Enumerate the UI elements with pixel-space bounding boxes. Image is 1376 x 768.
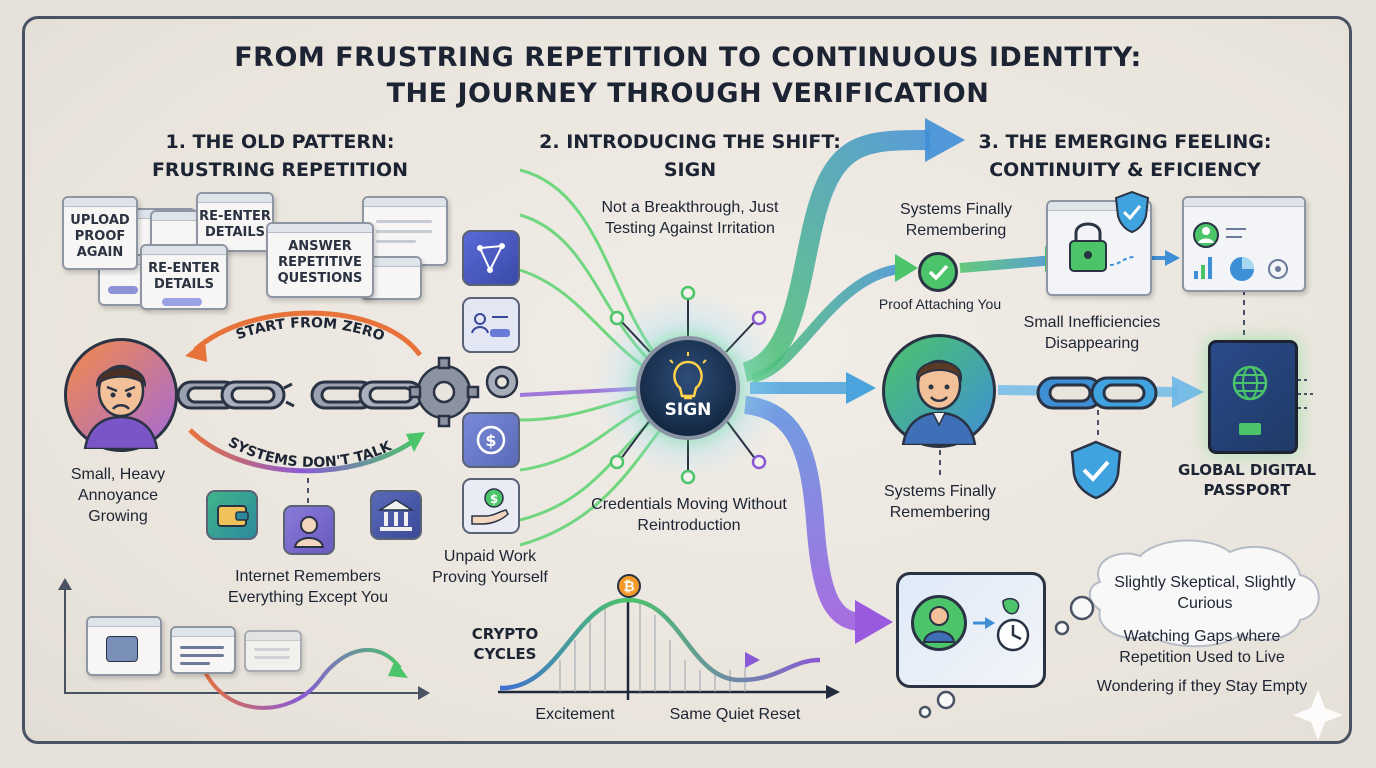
label-crypto-cycles: CRYPTO CYCLES: [471, 625, 539, 663]
card-answer-questions-text: ANSWER REPETITIVE QUESTIONS: [277, 239, 363, 286]
padlock-icon: [1069, 222, 1135, 272]
check-icon: [918, 252, 958, 292]
label-small-inefficiencies: Small Inefficiencies Disappearing: [1023, 314, 1161, 352]
profile-window: [896, 572, 1046, 688]
arc-label-start-from-zero: START FROM ZERO: [234, 315, 387, 345]
calm-person-icon: [882, 334, 996, 448]
label-not-breakthrough: Not a Breakthrough, Just Testing Against…: [601, 199, 779, 237]
svg-text:$: $: [485, 431, 496, 450]
thought-bubble: [918, 539, 1320, 719]
sign-hub-label: SIGN: [664, 400, 712, 420]
arc-label-systems-dont-talk: SYSTEMS DON'T TALK: [225, 434, 395, 471]
bank-icon: [370, 490, 422, 540]
card-upload-proof: UPLOAD PROOF AGAIN: [62, 196, 138, 270]
label-unpaid-work: Unpaid Work Proving Yourself: [432, 548, 548, 586]
svg-text:$: $: [490, 492, 498, 506]
frustrated-person-icon: [64, 338, 178, 452]
card-upload-proof-text: UPLOAD PROOF AGAIN: [70, 213, 130, 260]
shield-icon: [1068, 440, 1124, 500]
label-watching-gaps: Watching Gaps where Repetition Used to L…: [1119, 628, 1285, 666]
section-3-line-1: 3. THE EMERGING FEELING:: [978, 131, 1272, 153]
trend-graph: [58, 578, 430, 710]
card-re-enter-details: RE-ENTER DETAILS: [140, 244, 228, 310]
graph-window-2: [170, 626, 236, 674]
card-re-enter-details-top: RE-ENTER DETAILS: [196, 192, 274, 252]
card-re-enter-details-text: RE-ENTER DETAILS: [148, 261, 220, 292]
label-wondering: Wondering if they Stay Empty: [1096, 678, 1308, 695]
graph-window-3: [244, 630, 302, 672]
section-1-heading: 1. THE OLD PATTERN: FRUSTRING REPETITION: [110, 128, 450, 184]
page-title: FROM FRUSTRING REPETITION TO CONTINUOUS …: [100, 40, 1276, 112]
gears-icon: [408, 356, 519, 428]
section-2-line-2: SIGN: [663, 159, 717, 181]
label-systems-remembering-bottom: Systems Finally Remembering: [883, 483, 997, 521]
label-global-passport: GLOBAL DIGITAL PASSPORT: [1177, 461, 1317, 499]
label-internet-remembers: Internet Remembers Everything Except You: [227, 568, 389, 606]
broken-chain-icon: [176, 380, 424, 410]
passport-motion-marks: [1298, 379, 1314, 409]
card-re-enter-details-top-text: RE-ENTER DETAILS: [199, 209, 271, 240]
arc-labels: START FROM ZERO SYSTEMS DON'T TALK: [225, 315, 395, 471]
dashboard-window: [1182, 196, 1306, 292]
flow-arrow-down: [743, 396, 862, 631]
shield-icon: [1112, 190, 1152, 234]
network-icon: [462, 230, 520, 286]
label-excitement: Excitement: [535, 706, 615, 723]
section-3-heading: 3. THE EMERGING FEELING: CONTINUITY & EF…: [960, 128, 1290, 184]
lightbulb-icon: [669, 352, 707, 400]
label-quiet-reset: Same Quiet Reset: [669, 706, 801, 723]
section-3-line-2: CONTINUITY & EFICIENCY: [989, 159, 1261, 181]
label-annoyance: Small, Heavy Annoyance Growing: [70, 466, 166, 525]
section-1-line-1: 1. THE OLD PATTERN:: [165, 131, 395, 153]
title-line-1: FROM FRUSTRING REPETITION TO CONTINUOUS …: [234, 42, 1142, 73]
clock-icon: [973, 597, 1030, 652]
user-icon: [911, 595, 967, 651]
arc-systems-dont-talk: [188, 428, 417, 474]
wallet-icon: [206, 490, 258, 540]
chain-icon: [1036, 376, 1158, 410]
label-proof-attaching: Proof Attaching You: [878, 296, 1002, 312]
hub-spokes: [619, 298, 757, 472]
section-1-line-2: FRUSTRING REPETITION: [151, 159, 409, 181]
graph-window-1: [86, 616, 162, 676]
dashboard-icon: [1193, 222, 1288, 281]
padlock-window: [1046, 200, 1152, 296]
hand-coin-icon: $: [462, 478, 520, 534]
passport-icon: [1208, 340, 1298, 454]
section-2-line-1: 2. INTRODUCING THE SHIFT:: [539, 131, 841, 153]
section-2-heading: 2. INTRODUCING THE SHIFT: SIGN: [520, 128, 860, 184]
flow-arrow-up: [741, 130, 931, 382]
user-icon: [283, 505, 335, 555]
sign-hub: SIGN: [636, 336, 740, 440]
bitcoin-icon: ₿: [617, 574, 641, 598]
crypto-cycles-graph: [498, 597, 840, 700]
sparkle-icon: [1293, 690, 1343, 740]
label-credentials: Credentials Moving Without Reintroductio…: [591, 496, 787, 534]
speaker-shape: [106, 636, 138, 662]
title-line-2: THE JOURNEY THROUGH VERIFICATION: [386, 78, 990, 109]
id-card-icon: [462, 297, 520, 353]
refresh-dollar-icon: $: [462, 412, 520, 468]
label-skeptical: Slightly Skeptical, Slightly Curious: [1114, 574, 1296, 612]
card-answer-questions: ANSWER REPETITIVE QUESTIONS: [266, 222, 374, 298]
arc-start-from-zero: [193, 310, 423, 357]
label-systems-remembering-top: Systems Finally Remembering: [899, 201, 1013, 239]
